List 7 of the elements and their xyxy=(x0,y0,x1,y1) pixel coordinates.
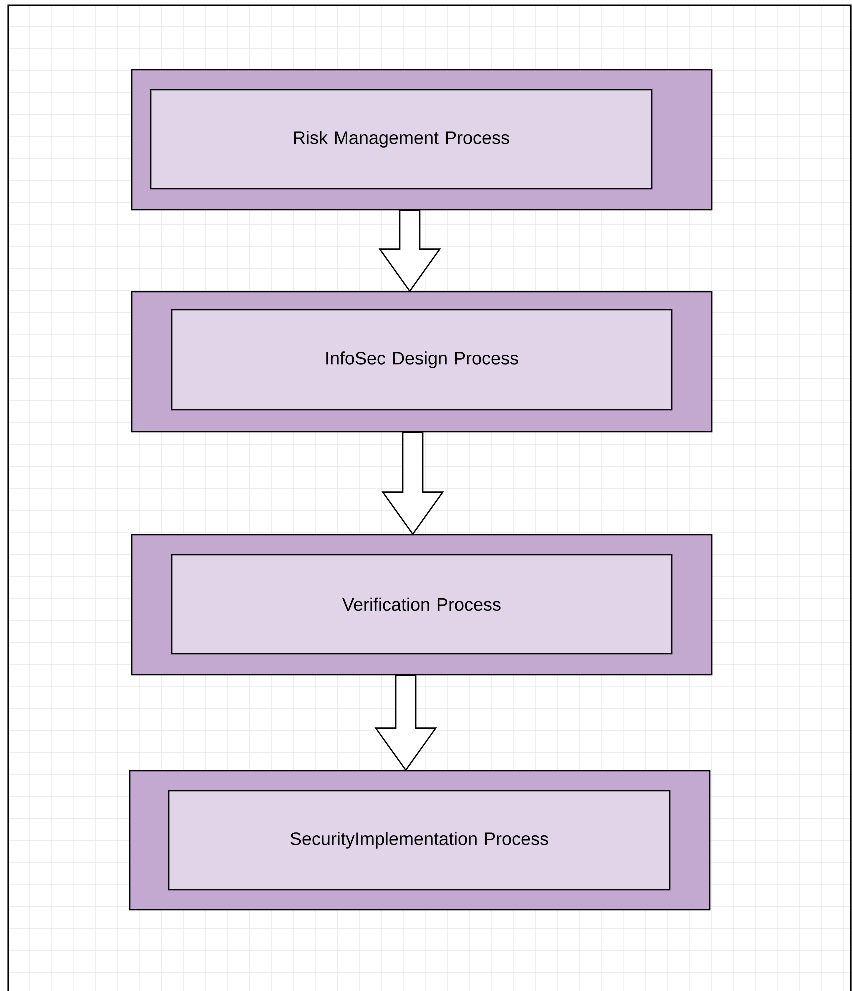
process-box: InfoSec Design Process xyxy=(171,309,673,411)
block-arrow xyxy=(378,210,442,292)
block-arrow xyxy=(382,432,444,536)
block-arrow xyxy=(374,675,438,772)
process-box: SecurityImplementation Process xyxy=(168,790,671,891)
process-box: Verification Process xyxy=(171,554,673,655)
process-box: Risk Management Process xyxy=(150,89,653,190)
